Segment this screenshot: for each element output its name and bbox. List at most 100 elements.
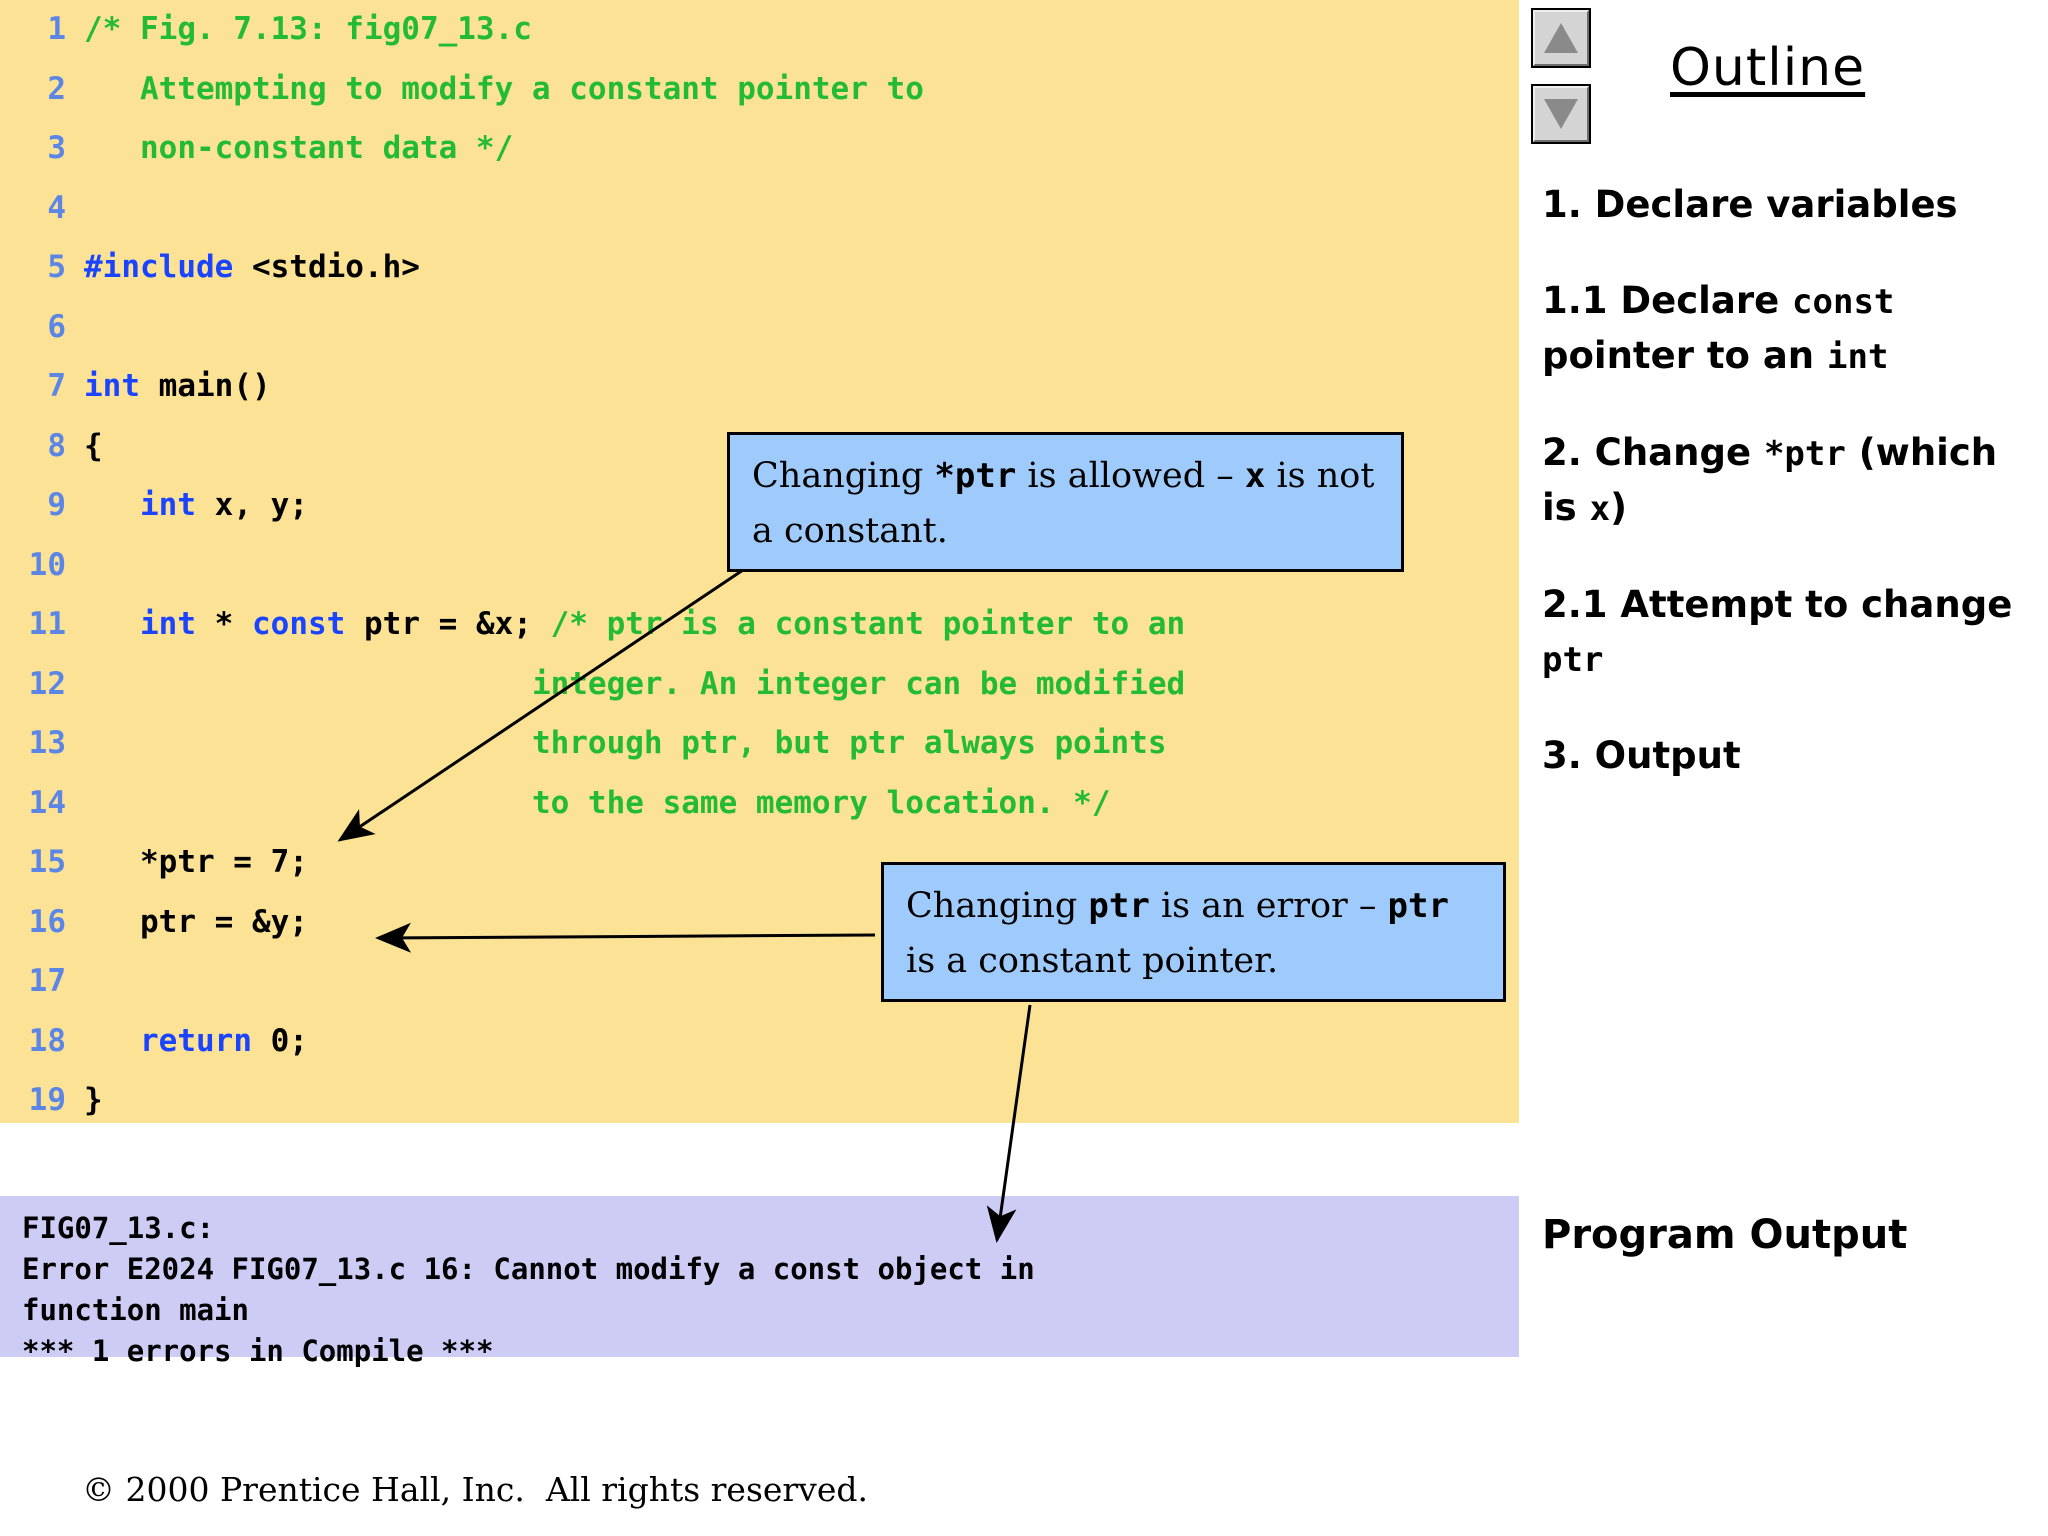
code-line-text: *ptr = 7;	[84, 833, 308, 893]
callout-text: Changing	[752, 456, 935, 496]
code-token: return	[140, 1022, 252, 1059]
outline-item-label: 2. Change	[1542, 431, 1764, 474]
code-line: 19}	[0, 1071, 1519, 1131]
code-line-number: 2	[47, 70, 66, 107]
outline-item-label: )	[1610, 486, 1627, 529]
code-token	[84, 487, 140, 523]
code-line-text: #include <stdio.h>	[84, 238, 420, 298]
code-line: 16 ptr = &y;	[0, 893, 1519, 953]
callout-text: Changing	[906, 886, 1089, 926]
code-line: 10	[0, 536, 1519, 596]
triangle-up-icon	[1544, 23, 1578, 53]
code-line-number: 11	[28, 606, 66, 642]
code-line: 1/* Fig. 7.13: fig07_13.c	[0, 0, 1519, 60]
code-token: *	[196, 606, 252, 642]
callout-changing-ptr-error: Changing ptr is an error – ptr is a cons…	[881, 862, 1506, 1002]
outline-item-5[interactable]: 3. Output	[1542, 729, 2042, 783]
code-token: ptr = &y;	[84, 903, 308, 940]
code-line-number: 6	[47, 308, 66, 345]
program-output-line: function main	[22, 1293, 249, 1327]
code-token	[84, 725, 532, 761]
code-line-text: integer. An integer can be modified	[84, 655, 1185, 715]
code-line: 11 int * const ptr = &x; /* ptr is a con…	[0, 595, 1519, 655]
code-line-number: 5	[47, 249, 66, 285]
outline-code-term: ptr	[1542, 640, 1604, 680]
program-output-panel: FIG07_13.c: Error E2024 FIG07_13.c 16: Ca…	[0, 1196, 1519, 1368]
code-token: int	[84, 368, 140, 404]
code-line-text: ptr = &y;	[84, 893, 308, 953]
outline-code-term: int	[1827, 337, 1889, 377]
code-line-number: 17	[28, 963, 66, 999]
outline-item-3[interactable]: 2. Change *ptr (which is x)	[1542, 426, 2042, 536]
code-token	[84, 1023, 140, 1059]
outline-item-list: 1. Declare variables 1.1 Declare const po…	[1542, 178, 2042, 825]
code-token: const	[252, 606, 346, 642]
outline-title: Outline	[1670, 38, 1866, 98]
code-token: /* ptr is a constant pointer to an	[550, 606, 1186, 642]
code-token: through ptr, but ptr always points	[531, 725, 1167, 761]
code-line-number: 16	[28, 903, 66, 940]
code-line-text: int * const ptr = &x; /* ptr is a consta…	[84, 595, 1185, 655]
code-line: 6	[0, 298, 1519, 358]
outline-item-label: pointer to an	[1542, 334, 1828, 377]
outline-item-4[interactable]: 2.1 Attempt to change ptr	[1542, 578, 2042, 687]
program-output-line: Error E2024 FIG07_13.c 16: Cannot modify…	[22, 1252, 1035, 1286]
scroll-down-button[interactable]	[1531, 84, 1591, 144]
code-token: int	[140, 606, 196, 642]
code-line-number: 4	[47, 189, 66, 226]
code-line-text: Attempting to modify a constant pointer …	[84, 60, 924, 120]
program-output-line: *** 1 errors in Compile ***	[22, 1334, 494, 1368]
outline-panel: Outline 1. Declare variables 1.1 Declare …	[1530, 0, 2048, 1536]
outline-item-label: 2.1 Attempt to change	[1542, 583, 2013, 626]
callout-code-term: ptr	[1387, 886, 1449, 926]
code-line-number: 10	[28, 546, 66, 583]
outline-item-label: 3. Output	[1542, 734, 1741, 777]
outline-code-term: *ptr	[1763, 434, 1846, 474]
code-token: #include	[84, 249, 234, 285]
callout-text: is a constant pointer.	[906, 941, 1279, 981]
code-line: 4	[0, 179, 1519, 239]
code-token: Attempting to modify a constant pointer …	[84, 70, 924, 107]
code-token	[84, 785, 532, 821]
scroll-up-button[interactable]	[1531, 8, 1591, 68]
code-token: {	[84, 427, 103, 464]
code-token	[84, 666, 532, 702]
code-line-text: }	[84, 1071, 103, 1131]
code-line-number: 18	[28, 1022, 66, 1059]
code-line-text: int main()	[84, 357, 271, 417]
outline-item-label: 1. Declare variables	[1542, 183, 1958, 226]
code-token: x, y;	[196, 487, 308, 523]
code-line-text: {	[84, 417, 103, 477]
code-line: 8{	[0, 417, 1519, 477]
code-line-text: return 0;	[84, 1012, 308, 1072]
code-line: 3 non-constant data */	[0, 119, 1519, 179]
copyright-footer: © 2000 Prentice Hall, Inc. All rights re…	[82, 1470, 868, 1509]
program-output-line: FIG07_13.c:	[22, 1211, 215, 1245]
callout-changing-star-ptr: Changing *ptr is allowed – x is not a co…	[727, 432, 1404, 572]
program-output-label: Program Output	[1542, 1212, 1908, 1258]
code-line: 15 *ptr = 7;	[0, 833, 1519, 893]
code-line: 5 #include <stdio.h>	[0, 238, 1519, 298]
code-line: 14 to the same memory location. */	[0, 774, 1519, 834]
outline-item-2[interactable]: 1.1 Declare const pointer to an int	[1542, 274, 2042, 384]
code-token: <stdio.h>	[233, 249, 420, 285]
code-token: integer. An integer can be modified	[531, 665, 1186, 702]
callout-text: is not a constant.	[752, 456, 1375, 551]
code-token	[84, 606, 140, 642]
outline-code-term: x	[1589, 489, 1611, 529]
callout-text: is an error –	[1149, 886, 1388, 926]
code-line-number: 15	[28, 844, 66, 880]
code-line: 2 Attempting to modify a constant pointe…	[0, 60, 1519, 120]
code-token: int	[140, 487, 196, 523]
outline-item-1[interactable]: 1. Declare variables	[1542, 178, 2042, 232]
code-line: 17	[0, 952, 1519, 1012]
code-line: 13 through ptr, but ptr always points	[0, 714, 1519, 774]
code-line-number: 9	[47, 487, 66, 523]
callout-code-term: x	[1244, 456, 1266, 496]
code-token: to the same memory location. */	[531, 784, 1111, 821]
code-line: 18 return 0;	[0, 1012, 1519, 1072]
triangle-down-icon	[1544, 99, 1578, 129]
outline-item-label: 1.1 Declare	[1542, 279, 1793, 322]
